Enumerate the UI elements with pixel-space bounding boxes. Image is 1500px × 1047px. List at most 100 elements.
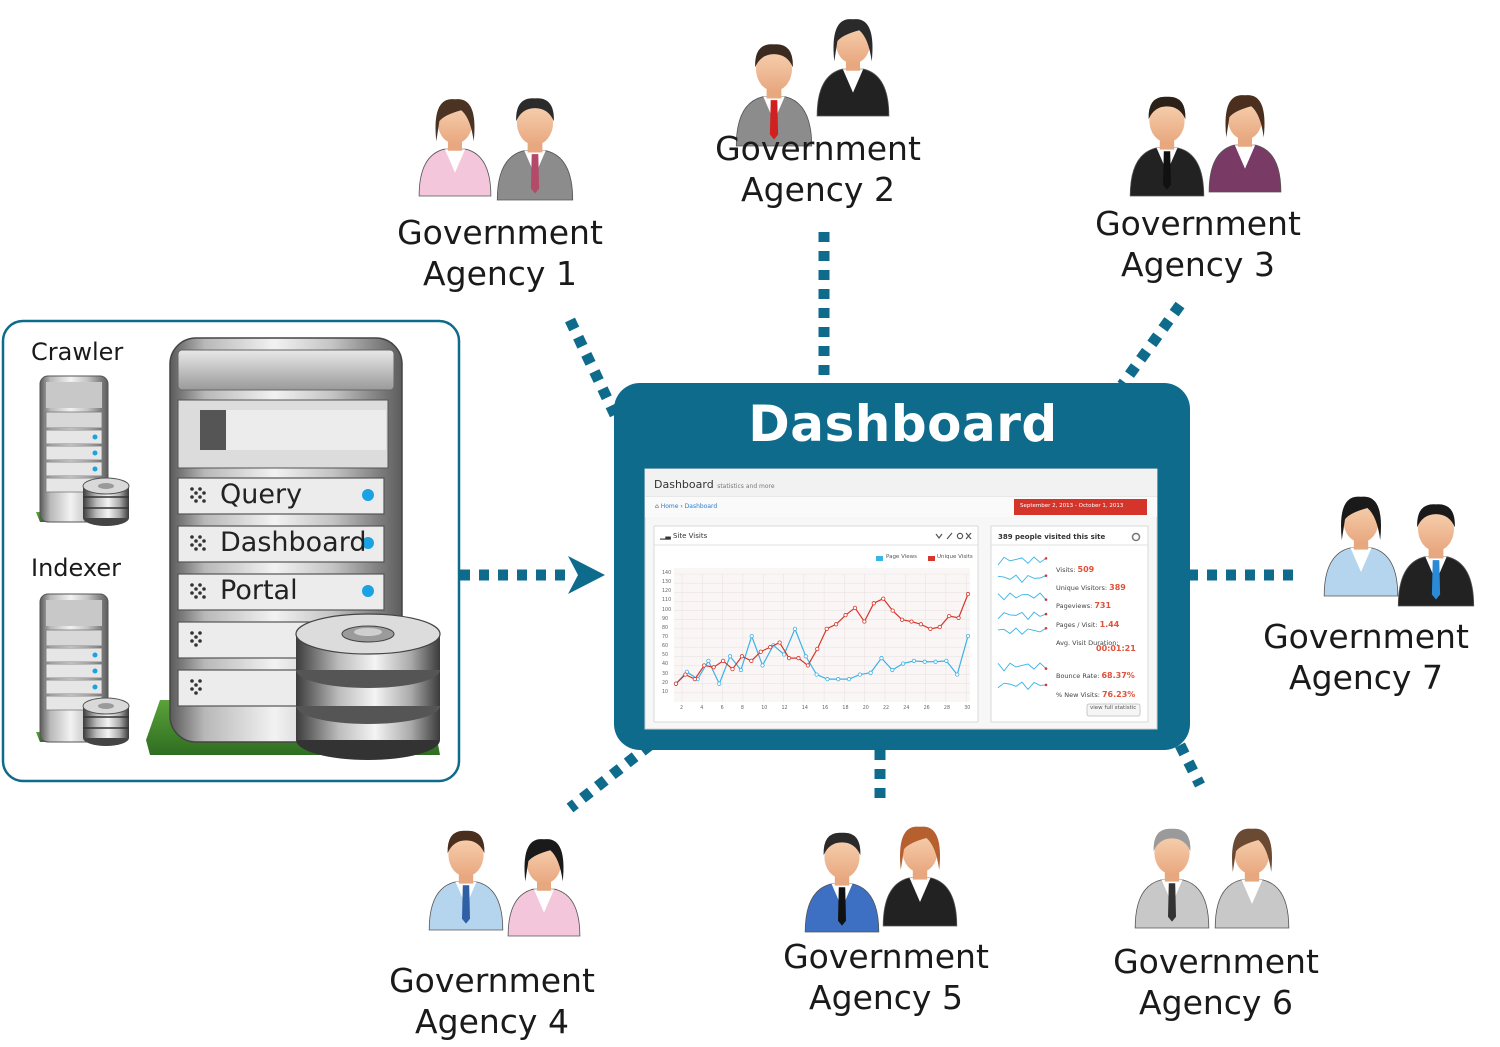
data-point	[673, 681, 679, 686]
settings-gear-icon[interactable]	[1131, 532, 1141, 542]
person-icon-agency-1-a	[418, 99, 492, 197]
data-point	[928, 626, 933, 631]
data-point	[739, 654, 745, 659]
data-point	[909, 619, 914, 624]
person-icon-agency-4-a	[428, 830, 504, 931]
y-tick-label: 20	[662, 680, 669, 686]
sparkline	[997, 611, 1047, 621]
y-tick-label: 30	[662, 671, 669, 677]
sparkline	[997, 574, 1047, 584]
y-tick-label: 110	[662, 598, 672, 604]
person-icon-agency-5-b	[882, 826, 958, 927]
data-point	[786, 656, 792, 661]
x-tick-label: 12	[781, 706, 788, 711]
people-icons	[418, 19, 1475, 937]
stat-label: Pageviews:	[1056, 602, 1095, 610]
data-point	[871, 601, 876, 606]
plot-series	[673, 592, 971, 686]
panel-controls[interactable]	[935, 532, 972, 540]
data-point	[965, 634, 971, 639]
person-icon-agency-7-a	[1323, 496, 1399, 597]
sparkline-dot	[1044, 574, 1048, 577]
legend-swatch-page-views	[876, 556, 883, 561]
stat-label: Pages / Visit:	[1056, 621, 1100, 629]
stat-row: Pages / Visit: 1.44	[1056, 612, 1119, 631]
stat-value: 68.37%	[1101, 671, 1135, 680]
slot-label-portal: Portal	[220, 575, 298, 606]
data-point	[846, 677, 852, 682]
y-tick-label: 80	[662, 625, 669, 631]
x-tick-label: 2	[680, 706, 684, 711]
screen-header-title: Dashboard statistics and more	[654, 478, 775, 491]
y-tick-label: 10	[662, 689, 669, 695]
stat-row: Visits: 509	[1056, 557, 1094, 576]
stat-row: Unique Visitors: 389	[1056, 575, 1126, 594]
site-visits-panel-title: ▁▃ Site Visits	[660, 532, 708, 540]
y-tick-label: 140	[662, 571, 672, 576]
crawler-label: Crawler	[31, 338, 124, 366]
legend-page-views: Page Views	[886, 554, 917, 560]
data-point	[836, 677, 841, 682]
sparkline-dot	[1044, 557, 1048, 560]
x-tick-label: 22	[883, 706, 890, 711]
person-icon-agency-5-a	[804, 832, 880, 933]
sparkline-dot	[1044, 612, 1048, 616]
x-tick-label: 14	[801, 706, 808, 711]
connector-lines	[460, 232, 1295, 813]
data-point	[852, 605, 858, 610]
data-point	[792, 626, 798, 631]
bar-chart-icon: ▁▃	[660, 532, 673, 540]
crawler-server-icon	[36, 375, 130, 526]
y-tick-label: 60	[662, 644, 669, 650]
sparklines	[997, 556, 1048, 691]
date-range-button[interactable]	[1014, 499, 1147, 515]
person-icon-agency-7-b	[1397, 504, 1475, 607]
data-point	[702, 663, 707, 668]
stat-value: 731	[1094, 601, 1112, 610]
data-point	[857, 672, 862, 677]
stat-label: Visits:	[1056, 566, 1078, 574]
stat-label: Bounce Rate:	[1056, 672, 1102, 680]
dashboard-frame	[614, 383, 1190, 750]
data-point	[760, 663, 765, 668]
y-tick-label: 100	[662, 607, 672, 613]
stat-label: Avg. Visit Duration:	[1056, 639, 1119, 647]
dashboard-title: Dashboard	[748, 395, 1058, 453]
data-point	[796, 656, 801, 661]
data-point	[803, 654, 808, 659]
stat-label: % New Visits:	[1056, 691, 1102, 699]
stat-row: % New Visits: 76.23%	[1056, 682, 1135, 701]
data-point	[901, 661, 906, 666]
connector-agency-4	[566, 740, 654, 813]
view-full-statistic-label[interactable]: view full statistic	[1090, 705, 1137, 711]
y-tick-label: 90	[662, 616, 669, 622]
data-point	[899, 617, 905, 622]
legend-swatch-unique-visits	[928, 556, 935, 561]
data-point	[862, 619, 867, 624]
indexer-server-icon	[36, 593, 130, 746]
person-icon-agency-1-b	[496, 98, 574, 201]
stat-row: Bounce Rate: 68.37%	[1056, 663, 1135, 682]
y-tick-label: 50	[662, 653, 669, 659]
view-full-statistic-button[interactable]	[1086, 703, 1141, 717]
x-tick-label: 26	[923, 706, 930, 711]
y-tick-label: 40	[662, 662, 669, 668]
x-tick-label: 28	[943, 706, 950, 711]
data-point	[782, 652, 787, 657]
data-point	[814, 672, 819, 677]
person-icon-agency-6-b	[1214, 828, 1290, 929]
connector-agency-3	[1117, 301, 1185, 389]
sparkline-dot	[1044, 598, 1048, 601]
database-icon	[295, 613, 441, 760]
y-tick-label: 130	[662, 580, 672, 586]
data-point	[758, 649, 763, 654]
data-point	[881, 596, 886, 601]
data-point	[956, 615, 961, 620]
stat-value: 389	[1109, 583, 1126, 592]
date-range-label[interactable]: September 2, 2013 - October 1, 2013	[1020, 503, 1124, 509]
sparkline	[997, 592, 1047, 601]
data-point	[933, 659, 938, 664]
